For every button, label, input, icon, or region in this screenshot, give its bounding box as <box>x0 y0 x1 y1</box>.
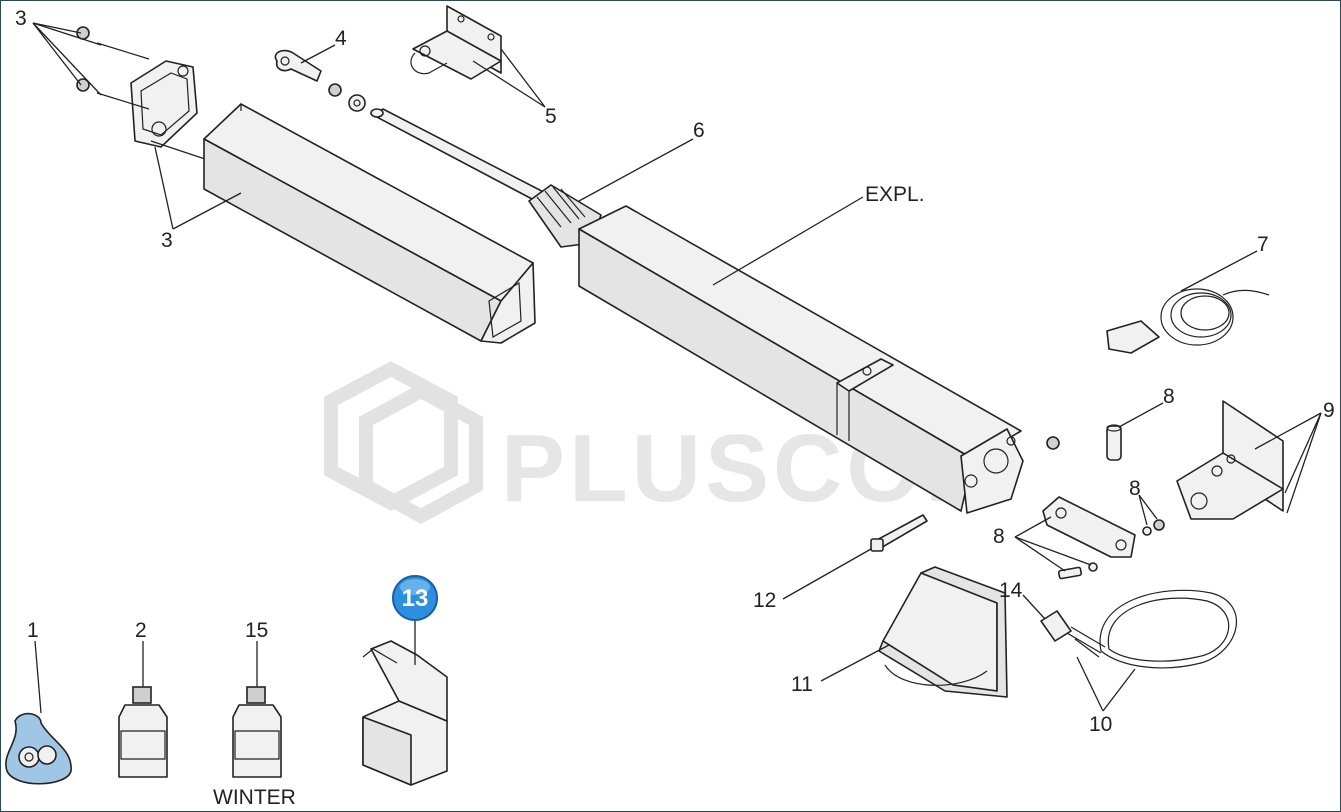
label-3-housing: 3 <box>161 229 173 252</box>
part-11-cover <box>878 566 1008 698</box>
label-winter: WINTER <box>213 786 296 809</box>
label-6: 6 <box>693 119 705 142</box>
label-8-nuts: 8 <box>1129 477 1141 500</box>
part-14-cable-gland <box>1040 610 1106 658</box>
part-8-hinge-link <box>1042 496 1136 580</box>
label-3-screws: 3 <box>15 7 27 30</box>
label-7: 7 <box>1257 233 1269 256</box>
watermark-logo <box>324 361 483 524</box>
part-5-front-bracket <box>410 5 502 80</box>
part-9-rear-bracket <box>1176 400 1284 520</box>
part-15-oil-bottle <box>232 686 282 778</box>
label-12: 12 <box>753 589 776 612</box>
part-13-badge: 13 <box>392 575 438 621</box>
part-8-pin <box>1106 424 1122 461</box>
part-10-cable <box>1099 589 1238 669</box>
label-14: 14 <box>999 579 1023 602</box>
part-13-box <box>362 640 448 786</box>
part-3-end-cap <box>76 26 212 162</box>
label-8-hinge: 8 <box>993 525 1005 548</box>
part-7-sensor-cable <box>1106 288 1270 354</box>
leader-lines <box>32 22 1322 714</box>
label-8-pin: 8 <box>1163 385 1175 408</box>
part-1-bag <box>5 712 72 785</box>
label-15: 15 <box>245 619 268 642</box>
part-12-pin <box>870 514 928 552</box>
label-4: 4 <box>335 27 347 50</box>
label-10: 10 <box>1089 713 1112 736</box>
label-2: 2 <box>135 619 147 642</box>
badge-number: 13 <box>402 585 429 612</box>
part-4-rod-eye <box>274 49 366 112</box>
label-11: 11 <box>791 673 813 696</box>
part-3-housing-profile <box>203 103 536 344</box>
part-8-nuts <box>1046 436 1165 536</box>
label-9: 9 <box>1323 399 1335 422</box>
actuator-body <box>578 205 1024 514</box>
part-2-oil-bottle <box>118 686 168 778</box>
callout-labels: 3 4 5 3 6 EXPL. 7 8 9 8 8 12 14 11 10 1 … <box>15 7 1335 809</box>
label-1: 1 <box>27 619 39 642</box>
label-5: 5 <box>545 105 557 128</box>
label-expl: EXPL. <box>865 183 925 206</box>
